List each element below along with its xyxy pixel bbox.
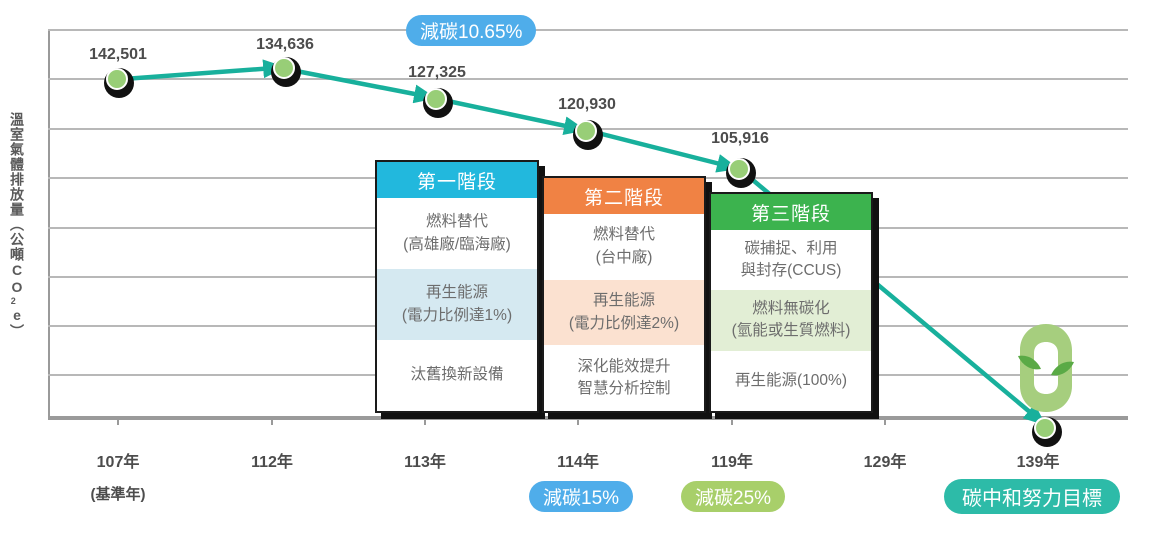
y-axis-line bbox=[48, 29, 50, 420]
stage-1-row-3: 汰舊換新設備 bbox=[377, 340, 537, 411]
stage-box-3[interactable]: 第三階段碳捕捉、利用與封存(CCUS)燃料無碳化(氫能或生質燃料)再生能源(10… bbox=[709, 192, 873, 413]
stage-2-row-1-line: (台中廠) bbox=[595, 248, 653, 266]
stage-3-title: 第三階段 bbox=[711, 194, 871, 230]
x-tick-1 bbox=[271, 416, 273, 425]
stage-1-row-3-line: 汰舊換新設備 bbox=[410, 366, 504, 384]
stage-3-row-2-line: (氫能或生質燃料) bbox=[731, 322, 851, 340]
y-axis-title: 溫室氣體排放量（公噸CO2e） bbox=[8, 112, 25, 339]
stage-3-row-1-line: 與封存(CCUS) bbox=[740, 262, 842, 280]
x-axis-label-3: 114年 bbox=[557, 454, 599, 471]
data-point-value-3: 120,930 bbox=[558, 96, 616, 113]
stage-2-title: 第二階段 bbox=[544, 178, 704, 214]
stage-2-row-1: 燃料替代 (台中廠) bbox=[544, 214, 704, 280]
stage-1-row-2-line: (電力比例達1%) bbox=[401, 306, 513, 324]
stage-2-row-2-line: (電力比例達2%) bbox=[568, 314, 680, 332]
data-point-value-1: 134,636 bbox=[256, 36, 314, 53]
stage-box-2[interactable]: 第二階段燃料替代 (台中廠) 再生能源 (電力比例達2%) 深化能效提升智慧分析控制 bbox=[542, 176, 706, 413]
data-point-4 bbox=[726, 158, 756, 188]
stage-3-row-2-line: 燃料無碳化 bbox=[752, 300, 830, 318]
marker-core bbox=[1034, 417, 1056, 439]
x-tick-4 bbox=[731, 416, 733, 425]
badge-carbon-neutral-goal[interactable]: 碳中和努力目標 bbox=[944, 479, 1120, 514]
stage-2-row-3: 深化能效提升智慧分析控制 bbox=[544, 345, 704, 412]
badge-reduction-25-label: 減碳25% bbox=[695, 488, 772, 509]
badge-reduction-15[interactable]: 減碳15% bbox=[529, 481, 634, 512]
x-tick-0 bbox=[117, 416, 119, 425]
badge-reduction-25[interactable]: 減碳25% bbox=[681, 481, 786, 512]
data-point-value-0: 142,501 bbox=[89, 46, 147, 63]
x-axis-line bbox=[48, 416, 1128, 420]
data-point-value-4: 105,916 bbox=[711, 130, 769, 147]
stage-1-row-2: 再生能源 (電力比例達1%) bbox=[377, 269, 537, 340]
x-axis-label-6: 139年 bbox=[1016, 454, 1060, 471]
x-tick-2 bbox=[424, 416, 426, 425]
stage-2-row-3-line: 深化能效提升 bbox=[577, 357, 671, 375]
plant-carbon-neutral-icon bbox=[1018, 324, 1074, 412]
x-tick-5 bbox=[884, 416, 886, 425]
stage-2-row-3-line: 智慧分析控制 bbox=[577, 380, 671, 398]
data-point-2 bbox=[423, 88, 453, 118]
stage-3-row-1-line: 碳捕捉、利用 bbox=[744, 239, 838, 257]
x-axis-label-2: 113年 bbox=[404, 454, 446, 471]
data-point-0 bbox=[104, 68, 134, 98]
badge-carbon-neutral-goal-label: 碳中和努力目標 bbox=[962, 488, 1102, 510]
stage-2-row-1-line: 燃料替代 bbox=[592, 226, 655, 244]
stage-box-1[interactable]: 第一階段燃料替代 (高雄廠/臨海廠) 再生能源 (電力比例達1%) 汰舊換新設備 bbox=[375, 160, 539, 413]
marker-core bbox=[273, 57, 295, 79]
data-point-3 bbox=[573, 120, 603, 150]
stage-3-row-2: 燃料無碳化 (氫能或生質燃料) bbox=[711, 290, 871, 351]
badge-reduction-10-label: 減碳10.65% bbox=[420, 22, 523, 43]
stage-3-row-1: 碳捕捉、利用與封存(CCUS) bbox=[711, 230, 871, 291]
stage-3-row-3-line: 再生能源(100%) bbox=[735, 371, 847, 389]
badge-reduction-10[interactable]: 減碳10.65% bbox=[406, 15, 537, 46]
data-point-1 bbox=[271, 57, 301, 87]
x-axis-label-0: 107年 bbox=[96, 454, 140, 471]
stage-1-title: 第一階段 bbox=[377, 162, 537, 198]
stage-1-row-1: 燃料替代 (高雄廠/臨海廠) bbox=[377, 198, 537, 269]
x-tick-3 bbox=[577, 416, 579, 425]
gridline-0 bbox=[48, 29, 1128, 31]
data-point-5 bbox=[1032, 417, 1062, 447]
marker-core bbox=[728, 158, 750, 180]
gridline-1 bbox=[48, 78, 1128, 80]
stage-1-row-1-line: (高雄廠/臨海廠) bbox=[403, 235, 511, 253]
x-axis-label-4: 119年 bbox=[711, 454, 753, 471]
marker-core bbox=[106, 68, 128, 90]
x-axis-label-5: 129年 bbox=[863, 454, 907, 471]
marker-core bbox=[425, 88, 447, 110]
stage-3-row-3: 再生能源(100%) bbox=[711, 350, 871, 411]
x-axis-label-1: 112年 bbox=[251, 454, 293, 471]
data-point-value-2: 127,325 bbox=[408, 64, 466, 81]
stage-2-row-2: 再生能源 (電力比例達2%) bbox=[544, 279, 704, 346]
stage-1-row-2-line: 再生能源 bbox=[425, 284, 488, 302]
marker-core bbox=[575, 120, 597, 142]
stage-2-row-2-line: 再生能源 bbox=[592, 292, 655, 310]
stage-1-row-1-line: 燃料替代 bbox=[425, 213, 488, 231]
badge-reduction-15-label: 減碳15% bbox=[543, 488, 620, 509]
x-axis-sublabel-0: (基準年) bbox=[90, 486, 146, 503]
